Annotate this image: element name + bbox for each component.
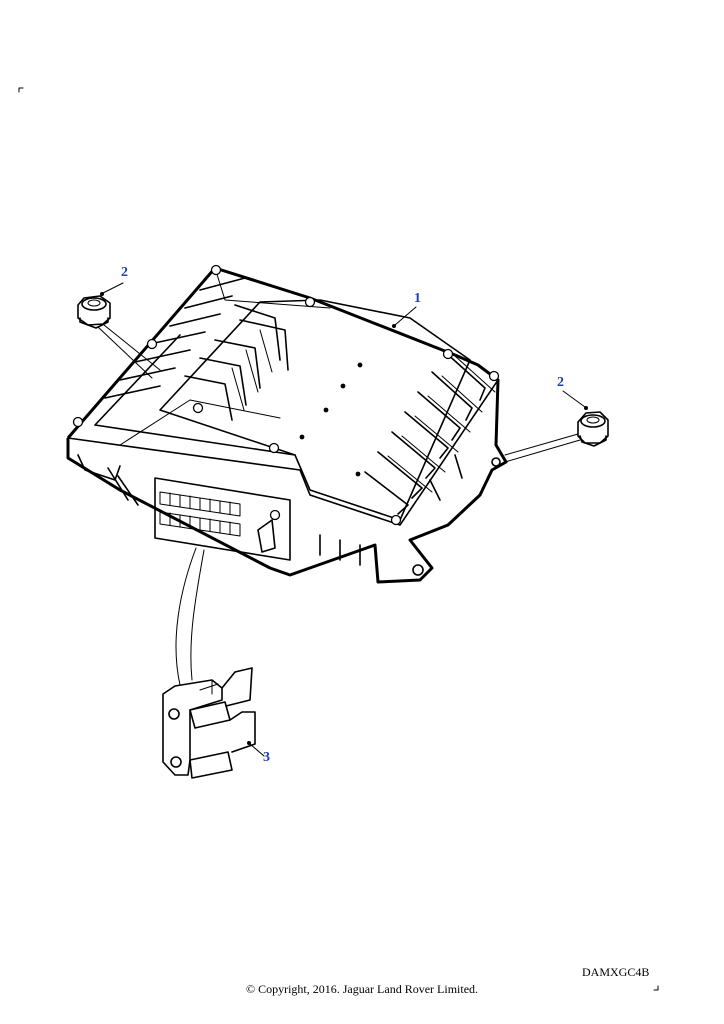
callout-3: 3 — [263, 750, 270, 765]
copyright-notice: © Copyright, 2016. Jaguar Land Rover Lim… — [245, 982, 479, 996]
plate-dots — [299, 362, 363, 477]
drawing-code: DAMXGC4B — [582, 965, 650, 979]
control-module — [66, 264, 508, 584]
left-connector-fins — [104, 277, 289, 421]
right-connector-fins — [364, 351, 496, 515]
callout-1: 1 — [414, 291, 421, 306]
perimeter-screws — [72, 264, 500, 526]
callout-2-right: 2 — [557, 375, 564, 390]
nut-left — [77, 295, 111, 329]
callout-2-left: 2 — [121, 265, 128, 280]
nut-right — [577, 411, 609, 447]
fuse — [162, 667, 256, 779]
crop-marks — [18, 87, 659, 991]
front-plug-block — [154, 477, 291, 561]
leader-lines — [97, 282, 588, 757]
